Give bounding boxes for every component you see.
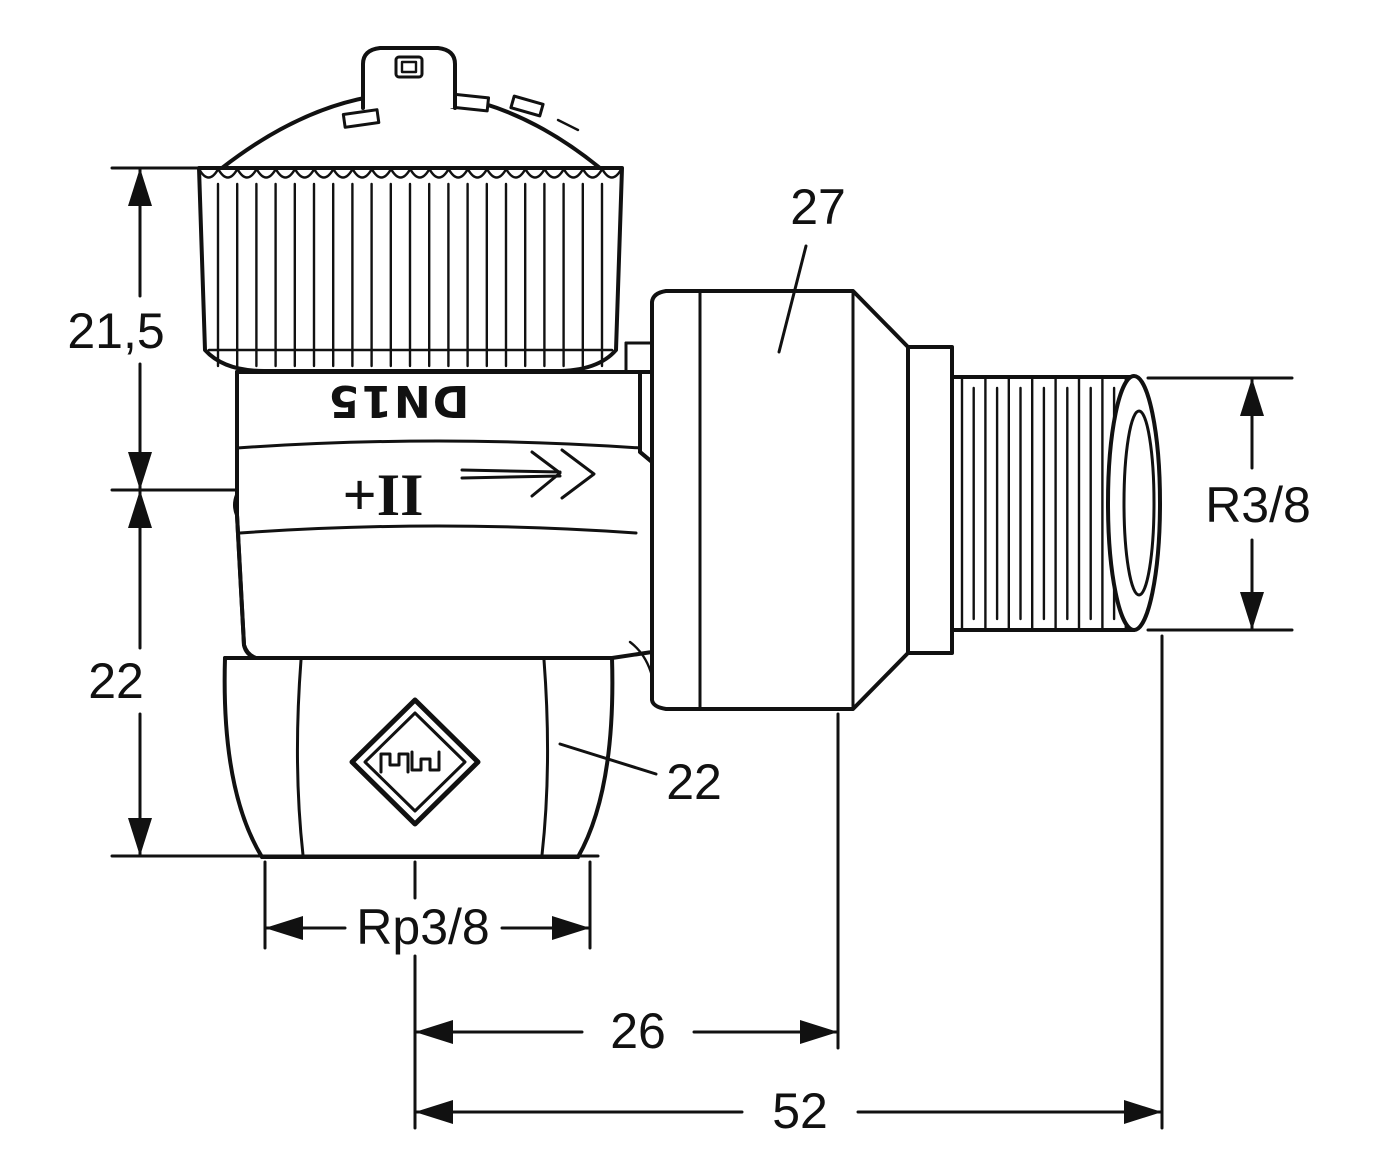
label-hex-af: 22 <box>558 742 722 810</box>
dimension-internal-thread: Rp3/8 <box>263 860 592 955</box>
thermostatic-cap <box>197 46 624 373</box>
dimension-26: 26 <box>413 712 840 1059</box>
external-thread <box>950 374 1162 632</box>
dimension-cap-height: 21,5 <box>67 166 249 492</box>
bottom-hex <box>222 656 615 859</box>
label-union-nut-af: 27 <box>777 179 846 354</box>
marking-dn15: DN15 <box>327 375 470 426</box>
manufacturer-logo <box>349 697 481 827</box>
cap-dome-slits <box>341 92 580 132</box>
cap-top-knob <box>361 46 457 110</box>
dim-label-hex-af: 22 <box>666 754 722 810</box>
dim-label-52: 52 <box>772 1083 828 1139</box>
union-nut <box>650 289 954 711</box>
dim-label-body-height: 22 <box>88 653 144 709</box>
marking-preset: +II <box>343 462 424 528</box>
knob-socket <box>394 55 424 79</box>
body-markings: DN15 +II <box>327 375 596 528</box>
dim-label-cap-height: 21,5 <box>67 303 164 359</box>
union-nut-shoulder <box>906 345 954 655</box>
dim-label-external-thread: R3/8 <box>1205 477 1311 533</box>
flow-direction-arrow-icon <box>460 448 596 500</box>
dim-label-26: 26 <box>610 1003 666 1059</box>
dimension-52: 52 <box>413 634 1164 1139</box>
pipe-bore <box>1122 409 1156 597</box>
dimension-external-thread: R3/8 <box>1146 376 1311 632</box>
dimension-body-height: 22 <box>88 488 600 858</box>
dim-label-internal-thread: Rp3/8 <box>356 899 489 955</box>
cap-knurling <box>197 167 623 368</box>
thread-crests <box>960 377 1128 630</box>
pipe-end-face <box>1106 374 1162 632</box>
dim-label-union-nut-af: 27 <box>790 179 846 235</box>
